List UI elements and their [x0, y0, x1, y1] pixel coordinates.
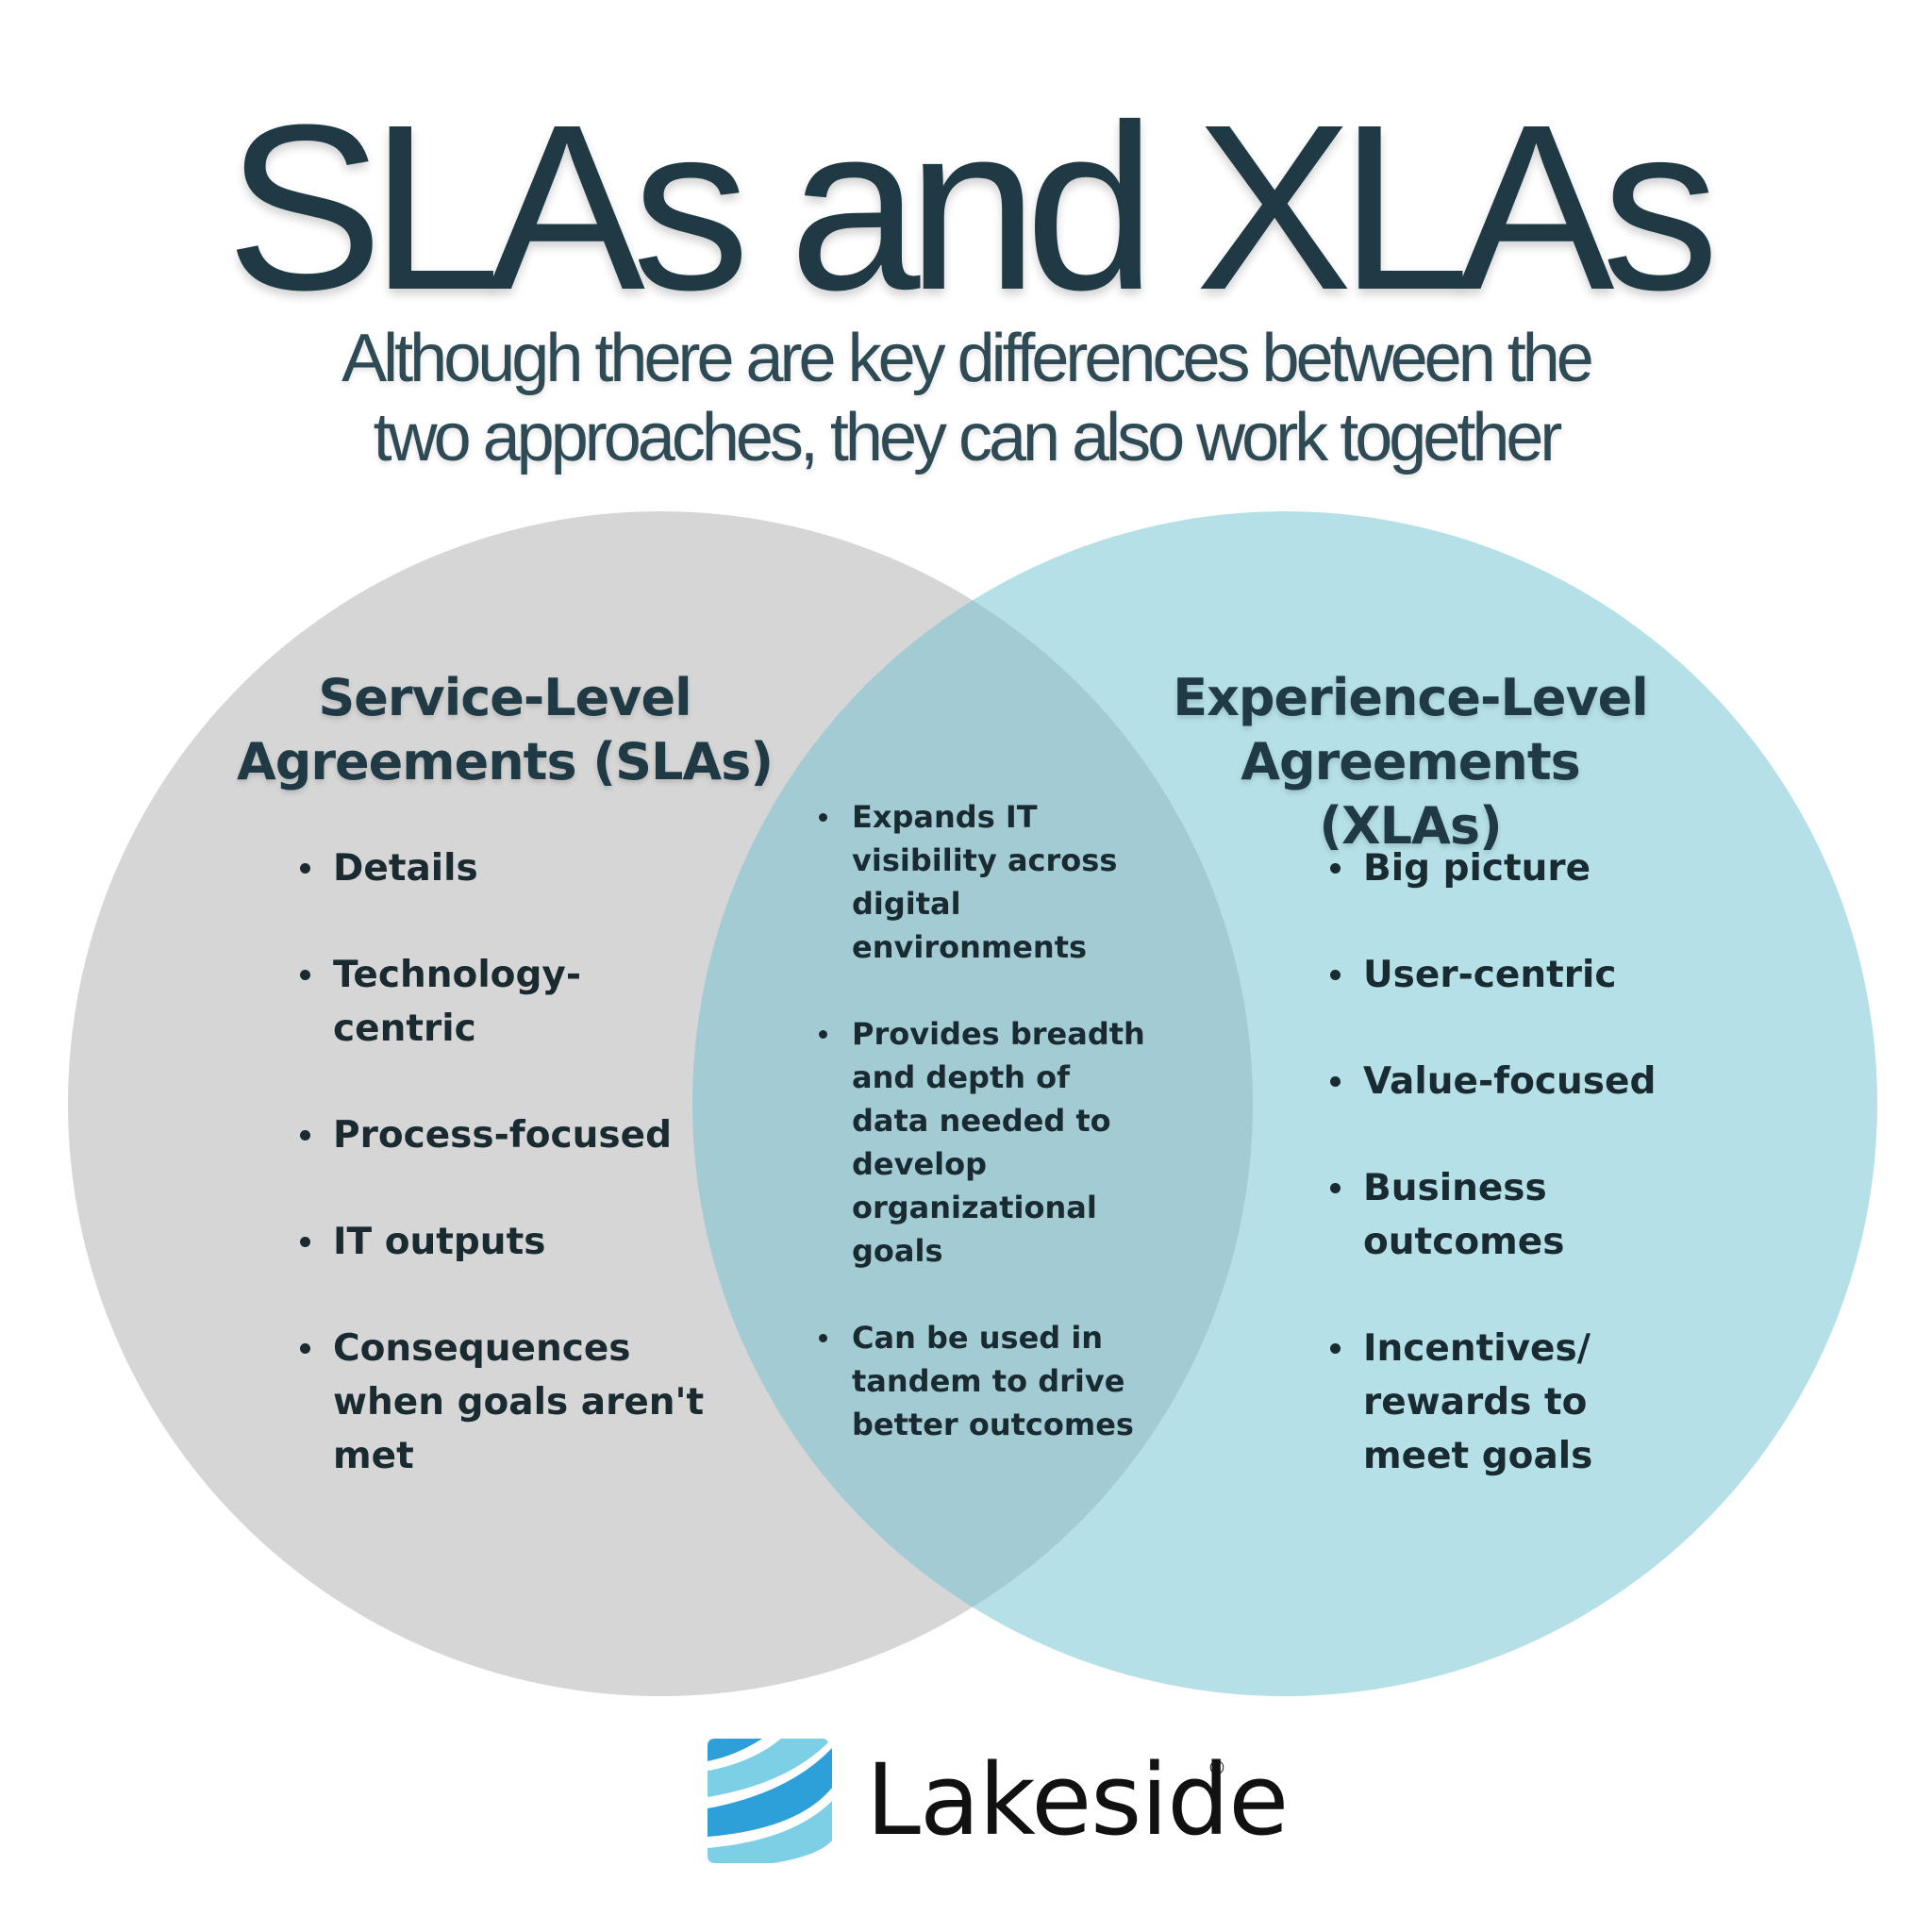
sla-title: Service-Level Agreements (SLAs)	[222, 666, 788, 794]
xla-title-line-2: Agreements (XLAs)	[1241, 732, 1581, 856]
xla-list-item: Value-focused	[1330, 1055, 1736, 1108]
logo-wave-3	[708, 1748, 832, 1837]
subtitle-line-1: Although there are key differences betwe…	[341, 321, 1594, 396]
brand-name: Lakeside	[866, 1742, 1289, 1857]
subtitle-line-2: two approaches, they can also work toget…	[373, 400, 1563, 475]
page-title: SLAs and XLAs	[225, 75, 1719, 339]
sla-list-item: Process-focused	[300, 1108, 734, 1162]
sla-list-item: Technology-centric	[300, 948, 734, 1056]
xla-list-item: Big picture	[1330, 841, 1736, 895]
xla-list-item: User-centric	[1330, 948, 1736, 1002]
sla-title-line-1: Service-Level	[318, 668, 691, 727]
lakeside-waves-icon	[708, 1739, 832, 1863]
sla-list-item: Details	[300, 841, 734, 895]
logo-wave-4	[708, 1801, 832, 1863]
logo-wave-1	[708, 1739, 762, 1761]
xla-title-line-1: Experience-Level	[1173, 668, 1649, 727]
registered-mark: ®	[1208, 1757, 1226, 1779]
overlap-region	[692, 511, 1253, 1696]
sla-list-item: IT outputs	[300, 1215, 734, 1269]
logo-wave-2	[708, 1739, 828, 1797]
subtitle: Although there are key differences betwe…	[189, 319, 1743, 477]
xla-title: Experience-Level Agreements (XLAs)	[1141, 666, 1679, 858]
sla-title-line-2: Agreements (SLAs)	[236, 732, 774, 791]
